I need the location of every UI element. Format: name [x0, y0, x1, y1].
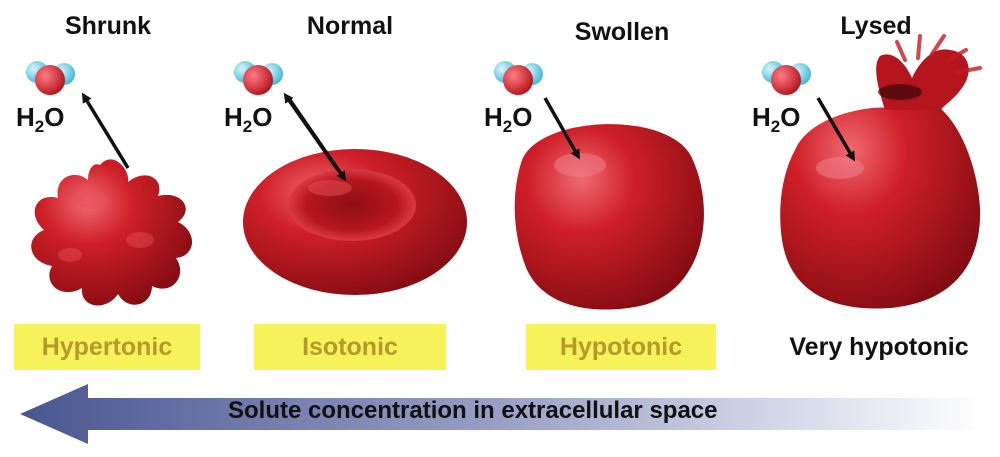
- swollen-cell: [514, 124, 704, 310]
- normal-cell: [243, 149, 467, 295]
- title-normal: Normal: [306, 12, 394, 40]
- water-molecule-icon-1: [26, 61, 75, 95]
- water-exchange-arrow-back: [283, 92, 340, 172]
- water-label-2: H2O: [224, 102, 273, 137]
- title-lysed: Lysed: [840, 12, 912, 40]
- lysed-cell: [780, 34, 982, 309]
- water-in-arrow-swollen: [543, 97, 580, 160]
- water-molecule-icon-3: [494, 61, 543, 95]
- water-label-1: H2O: [16, 102, 65, 137]
- label-very-hypotonic: Very hypotonic: [789, 333, 969, 361]
- water-molecule-icon-2: [234, 61, 283, 95]
- solute-gradient-arrow: [20, 384, 982, 444]
- water-in-arrow-lysed: [816, 97, 856, 162]
- label-hypertonic: Hypertonic: [14, 324, 200, 370]
- title-swollen: Swollen: [574, 18, 670, 46]
- title-shrunk: Shrunk: [64, 12, 152, 40]
- water-label-4: H2O: [752, 102, 801, 137]
- label-isotonic: Isotonic: [254, 324, 446, 370]
- gradient-caption: Solute concentration in extracellular sp…: [228, 397, 718, 424]
- water-molecule-icon-4: [762, 61, 811, 95]
- shrunk-cell: [31, 159, 193, 306]
- label-hypotonic: Hypotonic: [526, 324, 716, 370]
- water-out-arrow: [81, 92, 130, 169]
- water-label-3: H2O: [484, 102, 533, 137]
